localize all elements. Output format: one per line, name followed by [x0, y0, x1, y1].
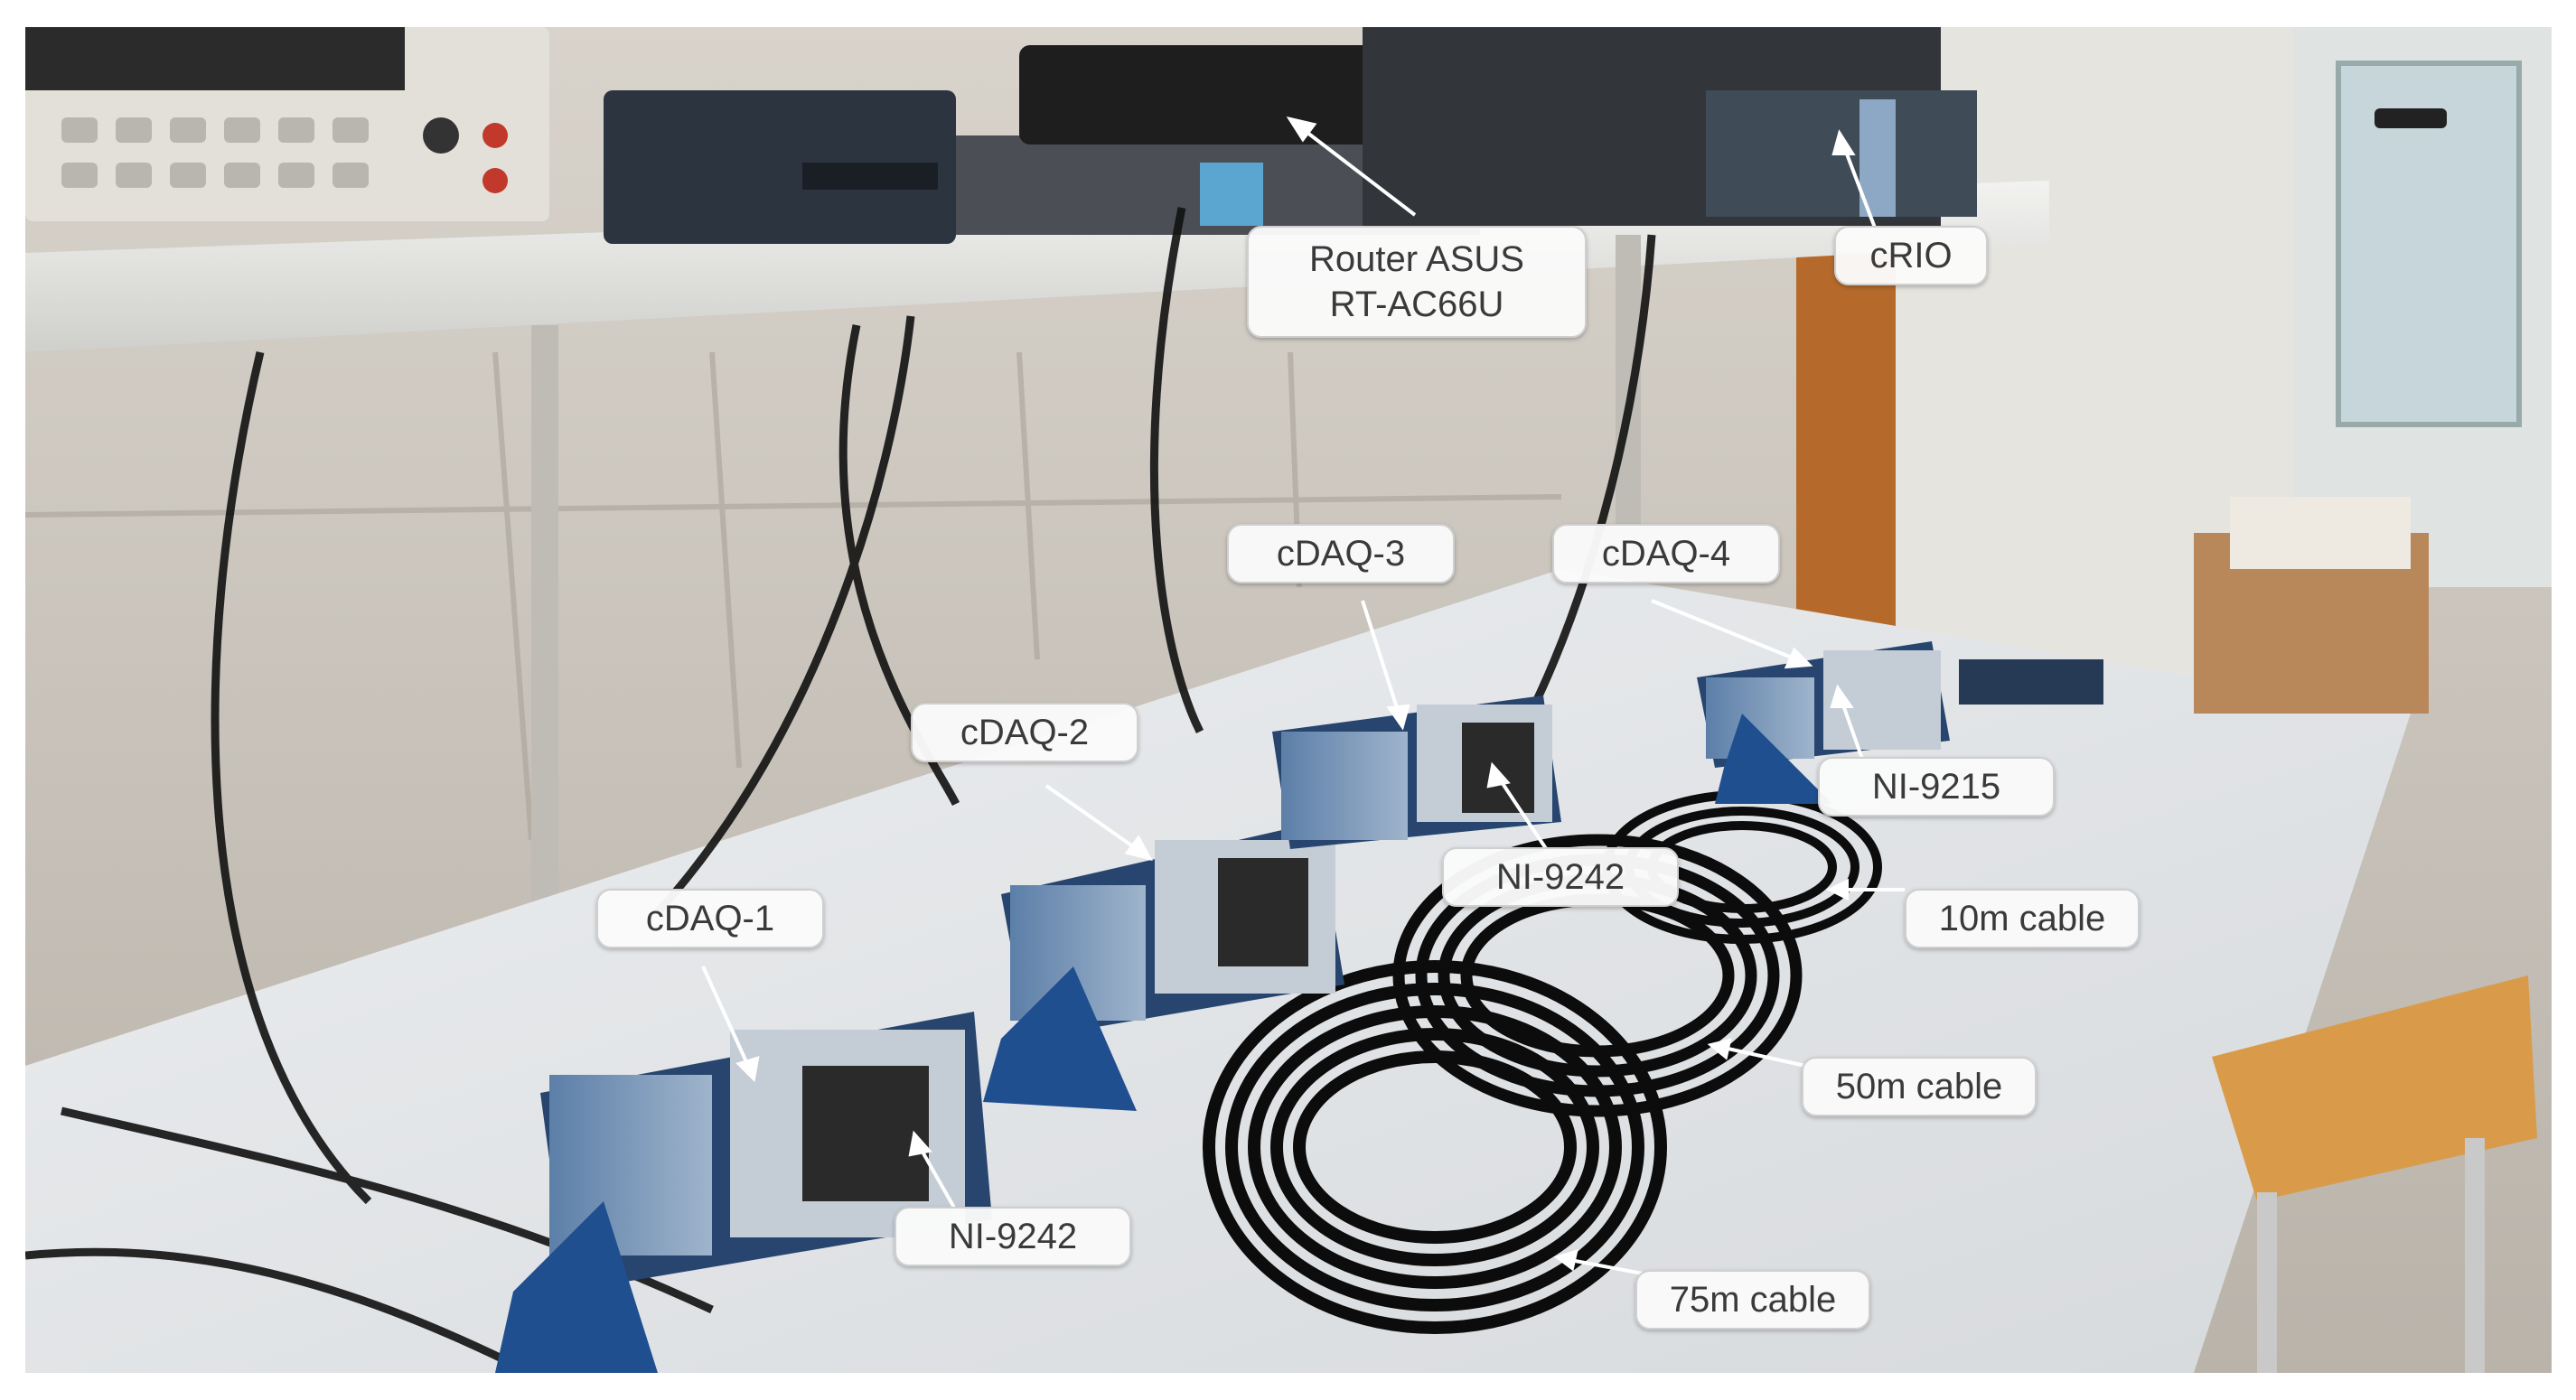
- router: [1019, 45, 1435, 145]
- label-ni-9215: NI-9215: [1818, 757, 2055, 817]
- callout-arrows: [701, 116, 1905, 1275]
- mini-pc: [604, 90, 956, 244]
- label-cdaq-1: cDAQ-1: [596, 889, 824, 948]
- cable-coil-75m: [1203, 960, 1667, 1334]
- label-router: Router ASUS RT-AC66U: [1247, 226, 1587, 338]
- label-router-line1: Router ASUS: [1309, 239, 1524, 279]
- cdaq-3-chassis: [1272, 695, 1561, 849]
- label-ni-9242-center: NI-9242: [1442, 847, 1679, 907]
- label-cdaq-4: cDAQ-4: [1552, 524, 1780, 583]
- label-crio: cRIO: [1834, 226, 1988, 285]
- label-75m-cable: 75m cable: [1635, 1270, 1870, 1330]
- label-cdaq-3: cDAQ-3: [1227, 524, 1455, 583]
- label-10m-cable: 10m cable: [1905, 889, 2140, 948]
- label-cdaq-2: cDAQ-2: [911, 703, 1138, 762]
- cdaq-1-chassis: [495, 1012, 992, 1373]
- label-50m-cable: 50m cable: [1802, 1057, 2037, 1116]
- label-ni-9242-left: NI-9242: [895, 1207, 1131, 1266]
- chair: [2212, 975, 2537, 1201]
- lab-photo: Router ASUS RT-AC66U cRIO cDAQ-3 cDAQ-4 …: [25, 27, 2552, 1373]
- label-router-line2: RT-AC66U: [1329, 285, 1504, 324]
- cdaq-2-chassis: [983, 822, 1344, 1111]
- cdaq-4-chassis: [1697, 641, 2103, 804]
